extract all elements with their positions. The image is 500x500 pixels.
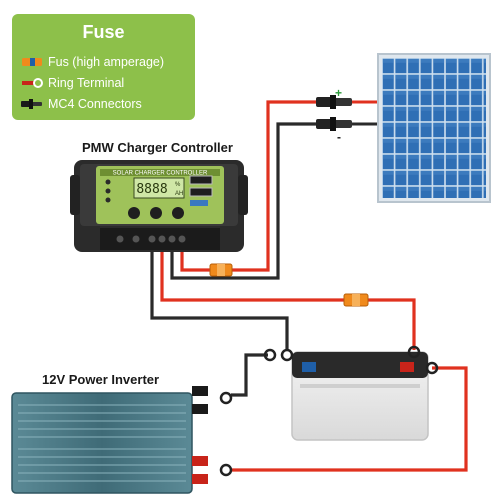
ring-terminal-icon (20, 76, 44, 90)
inverter-label: 12V Power Inverter (42, 372, 160, 387)
legend-item-fuse: Fus (high amperage) (20, 54, 164, 70)
battery-negative-wire (150, 252, 289, 350)
pv-negative-wire (170, 122, 330, 280)
solar-panel (377, 53, 491, 203)
fuse-pv (209, 263, 233, 277)
fuse-icon (20, 55, 44, 69)
fuse-legend: Fuse Fus (high amperage) Ring Terminal M… (12, 14, 195, 120)
legend-item-mc4: MC4 Connectors (20, 96, 142, 112)
inverter-positive-wire (230, 366, 468, 472)
controller-panel-text: SOLAR CHARGER CONTROLLER (113, 171, 208, 177)
power-inverter (11, 386, 233, 494)
battery (263, 345, 439, 441)
legend-label-ring-terminal: Ring Terminal (48, 76, 125, 90)
charge-controller (70, 160, 248, 252)
panel-positive-mark: + (335, 86, 343, 100)
controller-label: PMW Charger Controller (82, 140, 233, 155)
controller-lcd-value: 8888 (136, 182, 167, 197)
controller-lcd-unit-percent: % (175, 182, 181, 188)
mc4-connector-icon (20, 97, 44, 111)
battery-positive-wire (160, 252, 416, 350)
fuse-battery (343, 293, 369, 307)
controller-lcd-unit-ah: AH (175, 191, 183, 197)
legend-title: Fuse (82, 22, 125, 42)
legend-label-mc4: MC4 Connectors (48, 97, 142, 111)
inverter-negative-wire (231, 353, 268, 397)
legend-label-fuse: Fus (high amperage) (48, 55, 165, 69)
mc4-connector-negative (316, 117, 352, 131)
legend-item-ring-terminal: Ring Terminal (20, 75, 124, 91)
panel-negative-mark: - (337, 130, 341, 144)
mc4-connector-positive (316, 95, 352, 109)
pv-positive-wire (180, 100, 330, 272)
